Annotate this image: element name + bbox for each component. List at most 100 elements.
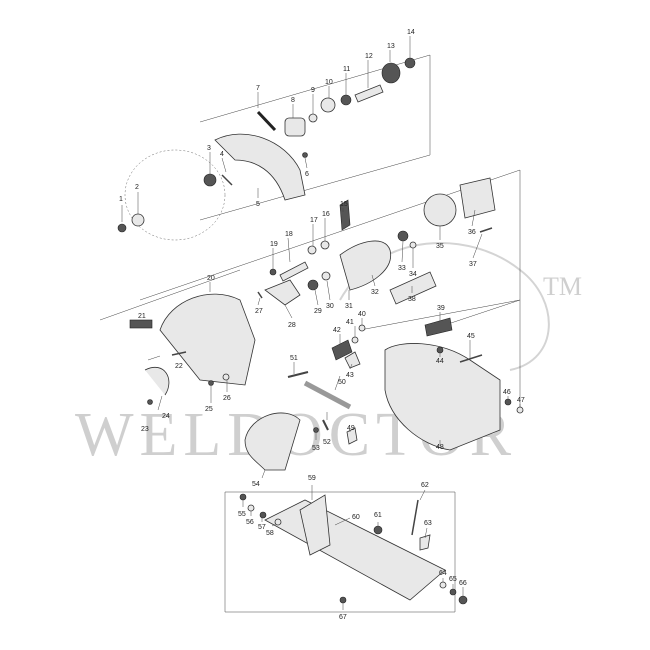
callout-32: 32 xyxy=(371,289,379,296)
field-36 xyxy=(459,177,496,219)
baffle-35 xyxy=(423,193,457,227)
screw-61 xyxy=(373,525,383,535)
callout-66: 66 xyxy=(459,580,467,587)
callout-22: 22 xyxy=(175,363,183,370)
callout-59: 59 xyxy=(308,475,316,482)
bracket-59 xyxy=(299,494,331,556)
washer-30 xyxy=(321,271,331,281)
callout-34: 34 xyxy=(409,271,417,278)
callout-62: 62 xyxy=(421,482,429,489)
callout-36: 36 xyxy=(468,229,476,236)
callout-41: 41 xyxy=(346,319,354,326)
holder-16 xyxy=(320,240,330,250)
bolt-62 xyxy=(411,499,419,536)
callout-47: 47 xyxy=(517,397,525,404)
callout-24: 24 xyxy=(162,413,170,420)
spring-pin xyxy=(256,110,277,132)
callout-4: 4 xyxy=(220,151,224,158)
callout-56: 56 xyxy=(246,519,254,526)
callout-40: 40 xyxy=(358,311,366,318)
shaft-12 xyxy=(354,84,384,103)
callout-25: 25 xyxy=(205,406,213,413)
screw-22 xyxy=(171,351,187,356)
callout-31: 31 xyxy=(345,303,353,310)
gear-13 xyxy=(381,62,401,84)
screw-67 xyxy=(339,596,347,604)
callout-42: 42 xyxy=(333,327,341,334)
callout-51: 51 xyxy=(290,355,298,362)
label-39 xyxy=(424,317,453,337)
spring-43 xyxy=(344,351,361,369)
middle-frame-left xyxy=(99,269,241,321)
callout-15: 15 xyxy=(340,201,348,208)
wing-nut-63 xyxy=(419,534,431,551)
pin-51 xyxy=(287,371,309,378)
callout-23: 23 xyxy=(141,426,149,433)
callout-10: 10 xyxy=(325,79,333,86)
callout-61: 61 xyxy=(374,512,382,519)
screw-57 xyxy=(259,511,267,519)
bearing-29 xyxy=(307,279,319,291)
callout-26: 26 xyxy=(223,395,231,402)
callout-21: 21 xyxy=(138,313,146,320)
washer-2 xyxy=(131,213,145,227)
callout-33: 33 xyxy=(398,265,406,272)
pin-18 xyxy=(279,261,309,282)
watermark-trademark: TM xyxy=(543,272,582,301)
screw-46 xyxy=(504,398,512,406)
motor-housing-48 xyxy=(384,343,501,451)
part-52 xyxy=(322,419,329,431)
callout-45: 45 xyxy=(467,333,475,340)
callout-37: 37 xyxy=(469,261,477,268)
washer-56 xyxy=(247,504,255,512)
callout-35: 35 xyxy=(436,243,444,250)
callout-30: 30 xyxy=(326,303,334,310)
armature-32 xyxy=(339,240,392,291)
callout-11: 11 xyxy=(343,66,350,73)
housing-20 xyxy=(159,293,256,386)
callout-60: 60 xyxy=(352,514,360,521)
label-21 xyxy=(129,319,153,329)
screw-25 xyxy=(208,380,214,386)
bearing-14 xyxy=(404,57,416,69)
callout-9: 9 xyxy=(311,87,315,94)
washer-58 xyxy=(274,518,282,526)
callout-29: 29 xyxy=(314,308,322,315)
callout-1: 1 xyxy=(119,196,123,203)
clip-4 xyxy=(221,174,233,186)
carbon-brush-15 xyxy=(339,199,351,231)
callout-46: 46 xyxy=(503,389,511,396)
bolt-1 xyxy=(117,223,127,233)
guard-24 xyxy=(144,367,170,396)
callout-52: 52 xyxy=(323,439,331,446)
callout-labels: 1 2 3 4 5 6 7 8 9 10 11 12 13 14 15 16 1… xyxy=(119,29,525,621)
washer-9 xyxy=(308,113,318,123)
saw-blade xyxy=(124,149,226,241)
washer-47 xyxy=(516,406,524,414)
ring-19 xyxy=(269,268,277,276)
wing-66 xyxy=(458,595,468,605)
screw-53 xyxy=(313,427,319,433)
callout-13: 13 xyxy=(387,43,395,50)
ring-11 xyxy=(340,94,352,106)
clip-49 xyxy=(346,427,358,445)
bearing-housing xyxy=(284,117,306,137)
callout-3: 3 xyxy=(207,145,211,152)
part-40 xyxy=(358,324,366,332)
screw-23 xyxy=(147,399,153,405)
flange-3 xyxy=(203,173,217,187)
callout-64: 64 xyxy=(439,570,447,577)
callout-54: 54 xyxy=(252,481,260,488)
callout-65: 65 xyxy=(449,576,457,583)
callout-48: 48 xyxy=(436,444,444,451)
screw-6 xyxy=(302,152,308,158)
callout-6: 6 xyxy=(305,171,309,178)
lever-28 xyxy=(264,279,301,306)
callout-20: 20 xyxy=(207,275,215,282)
callout-19: 19 xyxy=(270,241,278,248)
leader-lines xyxy=(121,36,521,610)
rod-50 xyxy=(303,380,352,410)
washer-64 xyxy=(439,581,447,589)
switch-42 xyxy=(331,339,353,361)
